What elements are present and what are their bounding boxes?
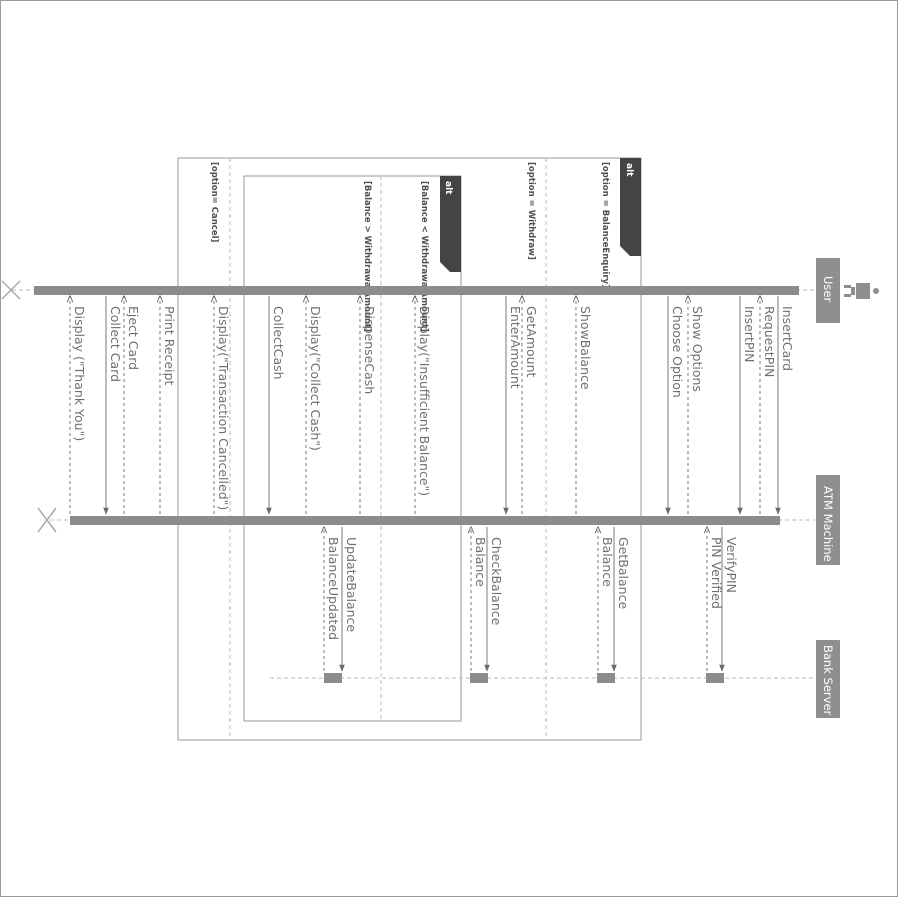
bank-activation-verifypin xyxy=(706,673,724,683)
atm-activation-bar xyxy=(70,516,780,525)
user-atm-message-label-12: Display("Transaction Cancelled") xyxy=(216,306,231,510)
inner-alt-tag xyxy=(440,176,461,272)
atm-bank-message-label-0: VerifyPIN xyxy=(724,537,739,593)
atm-destroy-icon xyxy=(37,507,57,533)
lifelines xyxy=(1,280,815,683)
user-atm-message-label-13: Print Receipt xyxy=(162,306,177,386)
outer-alt-tag-label: alt xyxy=(624,163,634,177)
inner-guard-sufficient: [Balance > WithdrawalAmount] xyxy=(362,181,372,332)
atm-bank-message-label-5: Balance xyxy=(473,537,488,587)
user-atm-message-label-10: Display("Collect Cash") xyxy=(308,306,323,451)
user-atm-message-label-5: ShowBalance xyxy=(578,306,593,390)
participant-atm-label: ATM Machine xyxy=(821,486,835,562)
user-atm-message-label-0: InsertCard xyxy=(780,306,795,371)
participant-bank-label: Bank Server xyxy=(821,645,835,716)
participant-user-label: User xyxy=(821,276,835,302)
outer-guard-balance-enquiry: [option = BalanceEnquiry] xyxy=(600,162,610,288)
user-atm-message-label-16: Display ("Thank You") xyxy=(72,306,87,441)
actor-icon xyxy=(844,283,879,299)
atm-bank-message-label-6: UpdateBalance xyxy=(344,537,359,632)
user-atm-message-label-8: Display("Insufficient Balance") xyxy=(417,306,432,496)
participant-atm: ATM Machine xyxy=(816,475,840,565)
outer-guard-withdraw: [option = Withdraw] xyxy=(526,162,536,260)
user-atm-message-label-3: Show Options xyxy=(690,306,705,392)
outer-guard-cancel: [option= Cancel] xyxy=(209,162,219,243)
bank-activation-updatebalance xyxy=(324,673,342,683)
user-atm-message-label-2: InsertPIN xyxy=(742,306,757,362)
atm-bank-message-label-7: BalanceUpdated xyxy=(326,537,341,640)
user-atm-message-label-4: Choose Option xyxy=(670,306,685,398)
atm-bank-message-label-1: PIN Verified xyxy=(709,537,724,609)
outer-alt-fragment: alt [option = BalanceEnquiry] [option = … xyxy=(177,157,642,741)
user-atm-message-label-6: GetAmount xyxy=(524,306,539,377)
bank-activation-getbalance xyxy=(597,673,615,683)
user-atm-message-label-11: CollectCash xyxy=(271,306,286,380)
user-atm-message-label-15: Collect Card xyxy=(108,306,123,382)
user-destroy-icon xyxy=(1,280,21,300)
user-atm-message-label-9: DispenseCash xyxy=(362,306,377,394)
inner-alt-tag-label: alt xyxy=(443,181,453,195)
inner-guard-insufficient: [Balance < WithdrawalAmount] xyxy=(419,181,429,332)
participant-user: User xyxy=(816,258,879,323)
atm-bank-message-label-2: GetBalance xyxy=(616,537,631,609)
user-activation-bar xyxy=(34,286,799,295)
outer-alt-tag xyxy=(620,158,641,256)
user-atm-message-label-1: RequestPIN xyxy=(762,306,777,377)
user-atm-message-label-7: EnterAmount xyxy=(508,306,523,389)
participant-bank: Bank Server xyxy=(816,640,840,718)
atm-bank-message-label-4: CheckBalance xyxy=(489,537,504,626)
bank-activation-checkbalance xyxy=(470,673,488,683)
inner-alt-fragment: alt [Balance < WithdrawalAmount] [Balanc… xyxy=(243,175,462,722)
user-atm-message-label-14: Eject Card xyxy=(126,306,141,370)
atm-bank-message-label-3: Balance xyxy=(600,537,615,587)
